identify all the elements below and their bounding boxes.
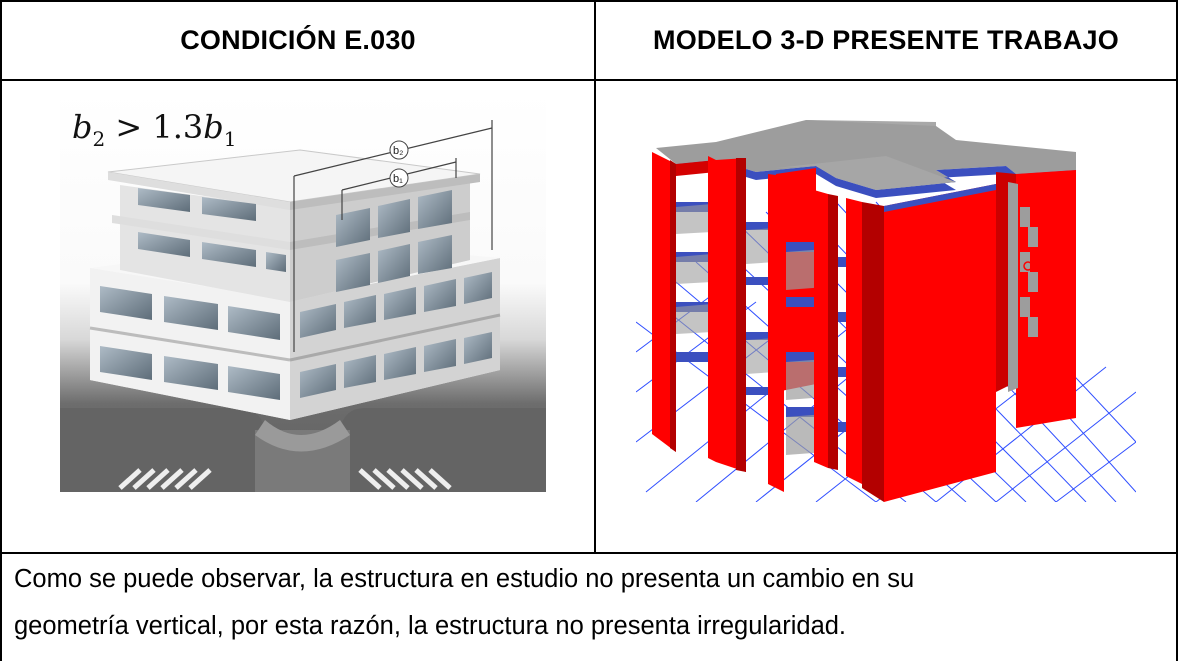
header-left: CONDICIÓN E.030: [180, 24, 416, 55]
caption-line-2: geometría vertical, por esta razón, la e…: [14, 612, 847, 640]
building-drawing: b₂ b₁ b2 > 1.3b1: [60, 90, 546, 492]
dim-b2-label: b₂: [393, 145, 403, 157]
header-divider: [0, 79, 1178, 81]
column-divider: [594, 0, 596, 553]
caption-divider: [0, 552, 1178, 554]
formula-text: b2 > 1.3b1: [72, 108, 236, 151]
table-border-right: [1176, 0, 1178, 661]
caption-line-1: Como se puede observar, la estructura en…: [14, 565, 915, 593]
table-border-left: [0, 0, 2, 661]
e030-illustration: b₂ b₁ b2 > 1.3b1: [60, 90, 546, 492]
model-3d-render: [635, 112, 1137, 503]
header-right: MODELO 3-D PRESENTE TRABAJO: [653, 24, 1119, 55]
dim-b1-label: b₁: [393, 173, 403, 185]
structure-model: [635, 120, 1137, 503]
table-border-top: [0, 0, 1178, 2]
caption-text: Como se puede observar, la estructura en…: [14, 556, 1164, 650]
